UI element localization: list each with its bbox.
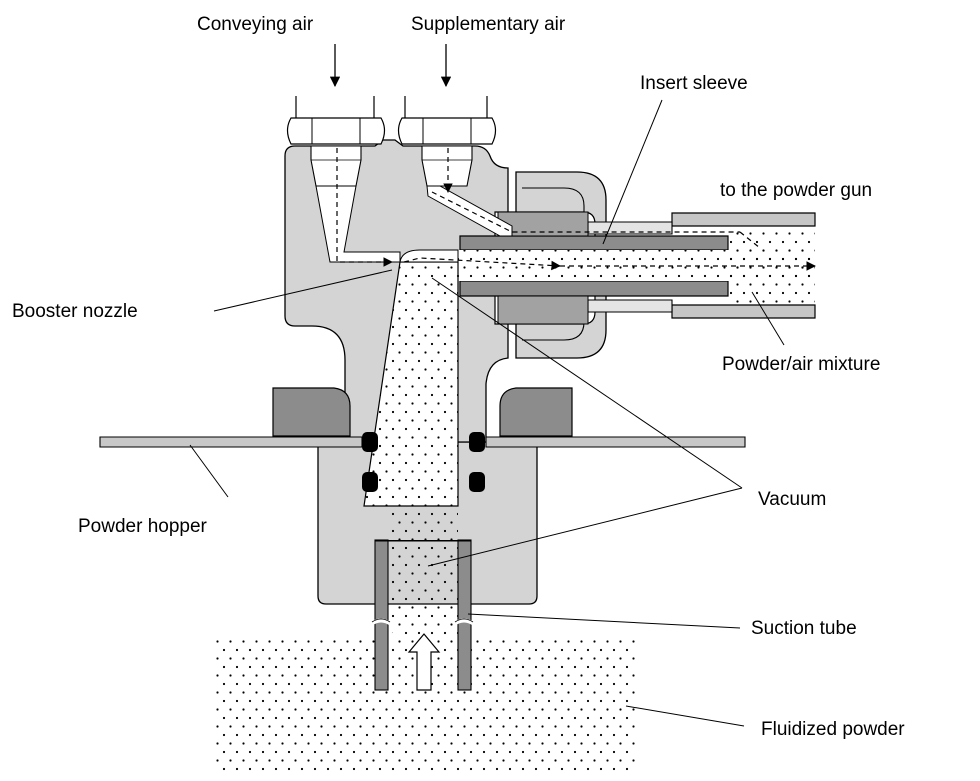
insert-sleeve-collar-lower (497, 295, 589, 325)
label-to-the-powder-gun: to the powder gun (720, 180, 872, 201)
supplementary-air-fitting (397, 96, 497, 187)
leader-lines (189, 99, 785, 727)
suction-tube-wall-left (374, 539, 389, 691)
label-booster-nozzle: Booster nozzle (12, 301, 138, 322)
hose-upper (671, 212, 816, 227)
label-supplementary-air: Supplementary air (411, 14, 566, 35)
supplementary-air-passage (426, 185, 513, 237)
input-arrows (329, 44, 452, 88)
suction-tube-top (375, 540, 471, 542)
insert-sleeve-lower (459, 280, 729, 297)
hopper-plate-right (485, 436, 746, 448)
suction-tube-break-marks (369, 618, 479, 639)
insert-sleeve-upper (459, 235, 729, 251)
label-vacuum: Vacuum (758, 489, 826, 510)
powder-flow-arrow (407, 633, 441, 691)
label-fluidized-powder: Fluidized powder (761, 719, 905, 740)
vertical-powder-channel-dots (364, 262, 458, 506)
hose-lower (671, 304, 816, 319)
suction-tube-break-lines (371, 618, 474, 623)
suction-tube-wall-right (457, 539, 472, 691)
label-conveying-air: Conveying air (197, 14, 314, 35)
hopper-plate-left (99, 436, 363, 448)
o-rings (362, 432, 485, 492)
fixing-nut-left (272, 387, 351, 437)
air-flow-lines (336, 148, 816, 271)
hose-fitting-lower (587, 299, 673, 313)
label-insert-sleeve: Insert sleeve (640, 73, 748, 94)
conveying-air-fitting (286, 96, 386, 187)
label-powder-hopper: Powder hopper (78, 516, 208, 537)
label-powder-air-mixture: Powder/air mixture (722, 354, 880, 375)
suction-tube-dots (388, 506, 458, 640)
label-suction-tube: Suction tube (751, 618, 857, 639)
fixing-nut-right (499, 387, 573, 437)
